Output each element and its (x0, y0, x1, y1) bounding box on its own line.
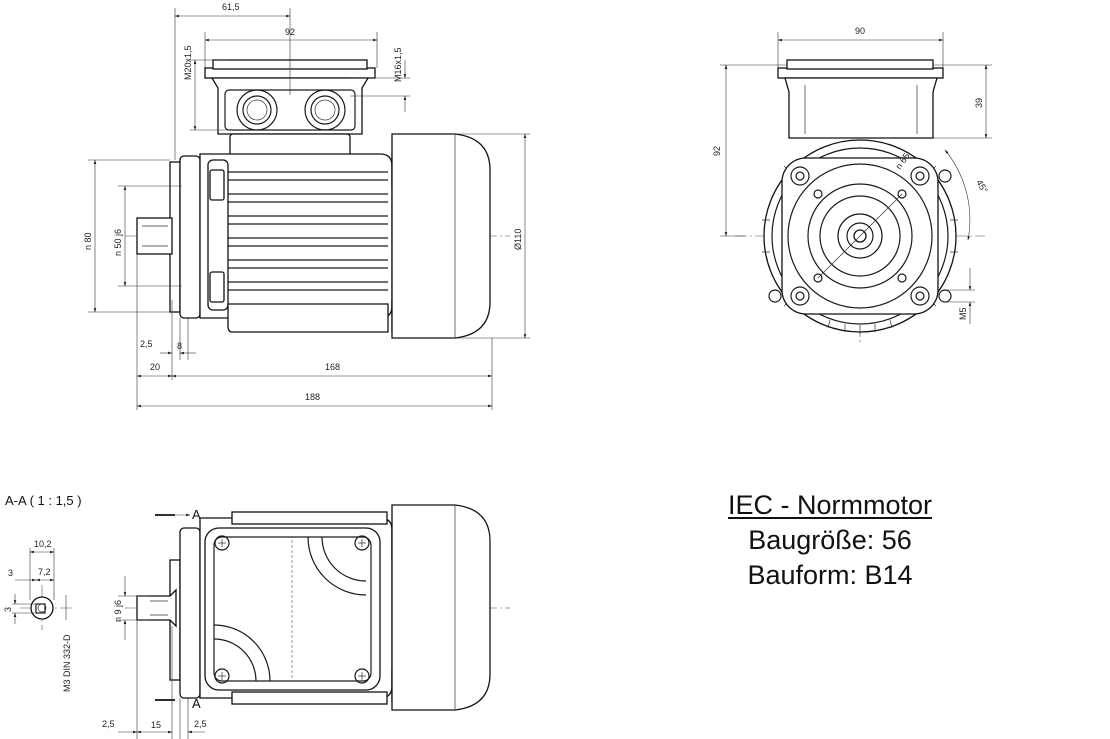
dim-45-deg: 45° (974, 178, 990, 195)
section-label: A-A ( 1 : 1,5 ) (5, 493, 82, 508)
title-line-3: Bauform: B14 (747, 560, 913, 590)
cooling-ribs (228, 171, 388, 291)
dim-15: 15 (151, 720, 161, 730)
dim-188: 188 (305, 392, 320, 402)
dim-61-5: 61,5 (222, 2, 240, 12)
dim-m3-din: M3 DIN 332-D (62, 634, 72, 692)
section-marker-bottom: A (192, 696, 201, 711)
dim-20: 20 (150, 362, 160, 372)
title-block: IEC - Normmotor Baugröße: 56 Bauform: B1… (690, 488, 970, 593)
title-line-1: IEC - Normmotor (727, 490, 933, 520)
front-view (735, 59, 985, 345)
dim-7-2: 7,2 (38, 567, 51, 577)
section-a-a: A-A ( 1 : 1,5 ) 10,2 3 7,2 3 M3 DIN 332-… (3, 493, 82, 692)
side-view (125, 59, 510, 339)
front-view-dimensions: 90 92 39 n 65 45° M5 (712, 26, 992, 324)
dim-n50: n 50 j6 (113, 229, 123, 256)
dim-n9: n 9 j6 (113, 600, 123, 622)
side-view-dimensions: 61,5 92 M20x1,5 M16x1,5 n 80 n 50 j6 Ø11… (83, 2, 530, 410)
dim-2-5-b: 2,5 (194, 719, 207, 729)
dim-m5: M5 (958, 307, 968, 320)
top-view-dimensions: n 9 j6 2,5 15 2,5 (102, 576, 207, 739)
dim-3-b: 3 (3, 607, 13, 612)
dim-168: 168 (325, 362, 340, 372)
dim-92-top: 92 (285, 27, 295, 37)
title-line-2: Baugröße: 56 (748, 525, 912, 555)
dim-92-front: 92 (712, 146, 722, 156)
dim-90: 90 (855, 26, 865, 36)
dim-2-5-side: 2,5 (140, 339, 153, 349)
dim-dia110: Ø110 (513, 229, 523, 250)
top-view: A A (125, 504, 510, 711)
section-marker-top: A (192, 507, 201, 522)
dim-8: 8 (177, 341, 182, 351)
dim-3-a: 3 (8, 568, 13, 578)
dim-m16: M16x1,5 (393, 47, 403, 82)
dim-m20: M20x1,5 (183, 45, 193, 80)
dim-39: 39 (974, 98, 984, 108)
dim-10-2: 10,2 (34, 539, 52, 549)
dim-n80: n 80 (83, 232, 93, 250)
dim-2-5-a: 2,5 (102, 719, 115, 729)
